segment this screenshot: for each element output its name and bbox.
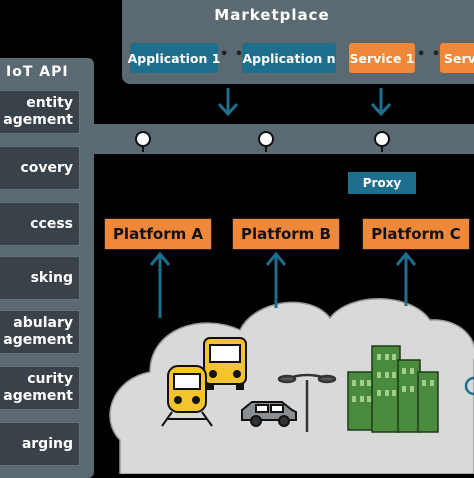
iot-item-security-management[interactable]: curity agement: [0, 366, 80, 410]
proxy-box[interactable]: Proxy: [348, 172, 416, 194]
bus-node-icon: [258, 131, 274, 152]
iot-item-charging[interactable]: arging: [0, 422, 80, 466]
car-icon: [241, 401, 297, 427]
up-arrow-icon: [149, 251, 171, 318]
iot-item-label: agement: [3, 332, 73, 348]
buildings-icon: [347, 345, 439, 433]
platform-b-box[interactable]: Platform B: [232, 218, 340, 250]
iot-item-label: abulary: [13, 315, 73, 331]
bus-node-icon: [374, 131, 390, 152]
iot-item-label: covery: [20, 159, 73, 176]
iot-item-label: entity: [26, 95, 73, 111]
application-n-box[interactable]: Application n: [242, 43, 336, 73]
down-arrow-icon: [370, 88, 392, 117]
iot-item-discovery[interactable]: covery: [0, 146, 80, 190]
iot-item-label: arging: [21, 435, 73, 452]
iot-item-label: ccess: [30, 215, 73, 232]
platform-c-box[interactable]: Platform C: [362, 218, 470, 250]
iot-item-access[interactable]: ccess: [0, 202, 80, 246]
train-icon: [161, 365, 213, 427]
iot-item-label: agement: [3, 388, 73, 404]
application-1-box[interactable]: Application 1: [128, 43, 220, 73]
bus-icon: [203, 337, 247, 390]
sensor-icon: [464, 376, 474, 396]
up-arrow-icon: [395, 251, 417, 306]
iot-item-vocabulary-management[interactable]: abulary agement: [0, 310, 80, 354]
iot-item-identity-management[interactable]: entity agement: [0, 90, 80, 134]
iot-api-title: IoT API: [6, 64, 69, 80]
up-arrow-icon: [265, 251, 287, 308]
down-arrow-icon: [217, 88, 239, 117]
integration-bus: [94, 124, 474, 154]
bus-node-icon: [135, 131, 151, 152]
iot-item-label: agement: [3, 112, 73, 128]
marketplace-title: Marketplace: [214, 6, 330, 24]
iot-item-label: curity: [27, 371, 73, 387]
iot-item-label: sking: [30, 269, 73, 286]
iot-item-tasking[interactable]: sking: [0, 256, 80, 300]
street-lamp-icon: [277, 373, 337, 432]
service-1-box[interactable]: Service 1: [349, 43, 415, 73]
platform-a-box[interactable]: Platform A: [104, 218, 212, 250]
service-n-box[interactable]: Serv: [440, 43, 474, 73]
